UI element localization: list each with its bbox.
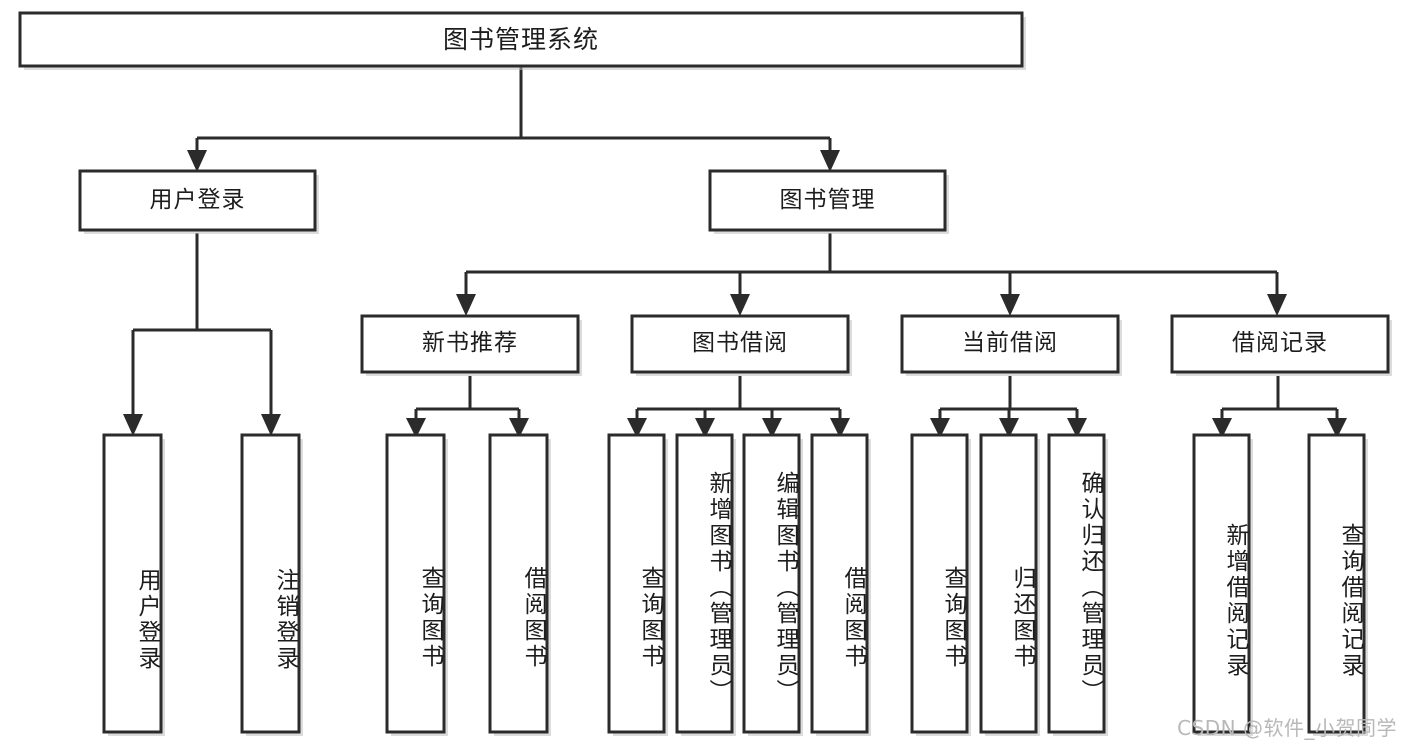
box-leaf-add-record[interactable]: [1192, 433, 1251, 734]
arrowhead-leaf-query-record: [1327, 418, 1347, 438]
arrowhead-leaf-query-book-1: [406, 418, 426, 438]
arrowhead-book-borrow: [730, 294, 750, 316]
box-leaf-query-book-2[interactable]: [607, 433, 666, 734]
box-book-borrow[interactable]: [630, 314, 850, 374]
arrowhead-leaf-add-record: [1212, 418, 1232, 438]
box-leaf-confirm-return[interactable]: [1047, 433, 1106, 734]
arrowhead-book-management: [820, 150, 840, 172]
box-current-borrow[interactable]: [900, 314, 1120, 374]
arrowhead-leaf-user-login: [123, 414, 143, 436]
connector-group: [131, 67, 1339, 418]
arrowhead-user-login: [187, 150, 207, 172]
box-book-management[interactable]: [708, 169, 947, 232]
box-root[interactable]: [18, 11, 1024, 68]
box-new-book-recommend[interactable]: [360, 314, 580, 374]
box-leaf-add-book[interactable]: [675, 433, 734, 734]
arrowhead-group: [123, 150, 1347, 438]
box-leaf-query-book-1[interactable]: [385, 433, 446, 734]
arrowhead-leaf-borrow-book-2: [830, 418, 850, 438]
box-leaf-query-record[interactable]: [1307, 433, 1366, 734]
box-leaf-borrow-book-2[interactable]: [810, 433, 869, 734]
arrowhead-leaf-query-book-3: [930, 418, 950, 438]
arrowhead-leaf-add-book: [695, 418, 715, 438]
arrowhead-leaf-borrow-book-1: [509, 418, 529, 438]
arrowhead-new-book-recommend: [456, 294, 476, 316]
box-leaf-query-book-3[interactable]: [910, 433, 969, 734]
box-leaf-return-book[interactable]: [979, 433, 1038, 734]
box-borrow-record[interactable]: [1170, 314, 1390, 374]
box-leaf-logout[interactable]: [240, 433, 301, 734]
arrowhead-leaf-confirm-return: [1067, 418, 1087, 438]
box-user-login[interactable]: [78, 169, 317, 232]
node-box-group: [18, 11, 1392, 736]
box-leaf-edit-book[interactable]: [742, 433, 801, 734]
arrowhead-leaf-query-book-2: [627, 418, 647, 438]
arrowhead-borrow-record: [1267, 294, 1287, 316]
arrowhead-leaf-edit-book: [762, 418, 782, 438]
arrowhead-current-borrow: [1000, 294, 1020, 316]
box-leaf-user-login[interactable]: [102, 433, 163, 734]
box-leaf-borrow-book-1[interactable]: [488, 433, 549, 734]
arrowhead-leaf-logout: [261, 414, 281, 436]
arrowhead-leaf-return-book: [999, 418, 1019, 438]
